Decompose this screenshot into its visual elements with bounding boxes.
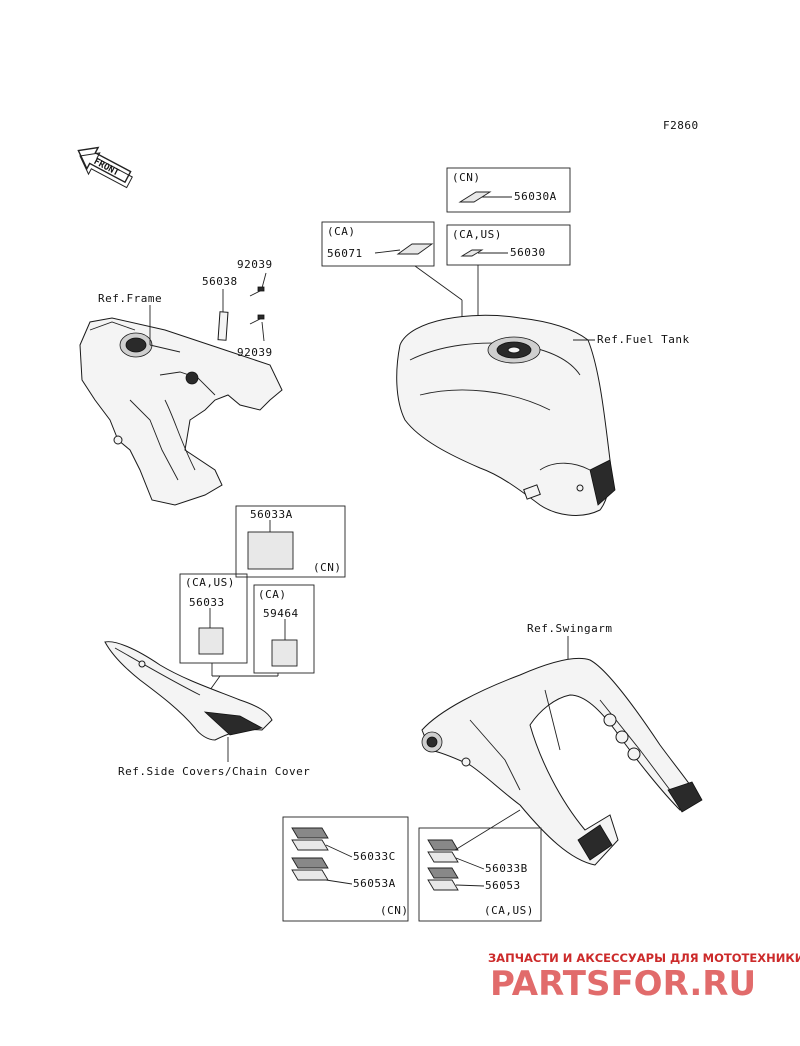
label-56038: 56038 — [202, 275, 238, 288]
label-ref-frame: Ref.Frame — [98, 292, 162, 305]
watermark-tagline: ЗАПЧАСТИ И АКСЕССУАРЫ ДЛЯ МОТОТЕХНИКИ — [488, 951, 800, 965]
label-ca-us-region-a: (CA,US) — [452, 228, 502, 241]
decal-56033c-a — [291, 827, 329, 839]
label-56030: 56030 — [510, 246, 546, 259]
frame-illustration — [79, 317, 283, 506]
decal-56033 — [198, 627, 224, 655]
decal-56030a — [458, 191, 492, 203]
front-arrow-icon: FRONT — [77, 146, 133, 189]
callout-box-56071 — [321, 221, 435, 267]
decal-56053a-b — [291, 869, 329, 881]
label-56030a: 56030A — [514, 190, 557, 203]
part-56038-strap — [217, 311, 229, 341]
label-cn-region-a: (CN) — [452, 171, 481, 184]
decal-56033c-b — [291, 839, 329, 851]
label-59464: 59464 — [263, 607, 299, 620]
callout-box-56033a — [235, 505, 346, 578]
label-ca-us-region-b-text: (CA,US) — [185, 576, 235, 589]
callout-box-56030a — [446, 167, 571, 213]
label-ref-swingarm: Ref.Swingarm — [527, 622, 612, 635]
callout-box-56030 — [446, 224, 571, 266]
label-56033a: 56033A — [250, 508, 293, 521]
label-56053: 56053 — [485, 879, 521, 892]
swingarm-illustration — [421, 657, 703, 866]
callout-box-56033c — [282, 816, 409, 922]
label-cn-region-c: (CN) — [380, 904, 409, 917]
label-ca-us-region-c: (CA,US) — [484, 904, 534, 917]
label-92039-top: 92039 — [237, 258, 273, 271]
decal-56053-b — [427, 879, 459, 891]
decal-56033a — [247, 531, 294, 570]
figure-code: F2860 — [663, 119, 699, 132]
label-cn-region-b: (CN) — [313, 561, 342, 574]
callout-box-59464 — [253, 584, 315, 674]
label-56033b: 56033B — [485, 862, 528, 875]
fuel-tank-illustration — [396, 314, 616, 516]
decal-56071 — [396, 243, 434, 255]
decal-59464 — [271, 639, 298, 667]
decal-56053a-a — [291, 857, 329, 869]
label-56071: 56071 — [327, 247, 363, 260]
side-cover-illustration — [104, 641, 273, 741]
callout-box-56033b — [418, 827, 542, 922]
label-56053a: 56053A — [353, 877, 396, 890]
decal-56033b-a — [427, 839, 459, 851]
label-56033c: 56033C — [353, 850, 396, 863]
decal-56030 — [460, 249, 484, 257]
label-ca-region-b: (CA) — [258, 588, 287, 601]
label-ref-fuel-tank: Ref.Fuel Tank — [597, 333, 690, 346]
label-ref-side-covers: Ref.Side Covers/Chain Cover — [118, 765, 310, 778]
label-56033: 56033 — [189, 596, 225, 609]
part-92039-clips — [249, 286, 265, 325]
label-92039-bottom: 92039 — [237, 346, 273, 359]
watermark-brand: PARTSFOR.RU — [490, 964, 756, 1004]
callout-box-56033 — [179, 573, 248, 664]
label-ca-region: (CA) — [327, 225, 356, 238]
decal-56053-a — [427, 867, 459, 879]
decal-56033b-b — [427, 851, 459, 863]
